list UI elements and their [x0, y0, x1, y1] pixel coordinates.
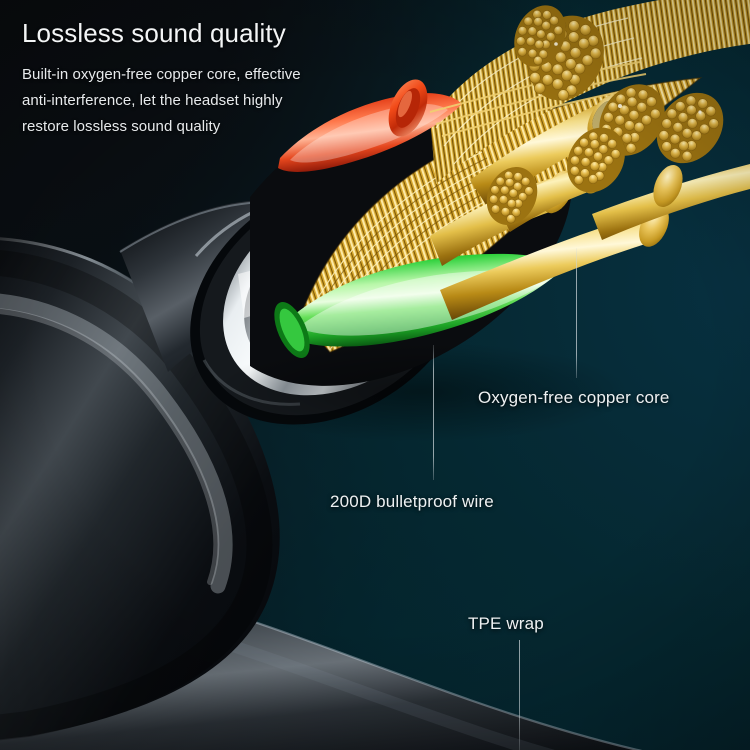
description-line-1: Built-in oxygen-free copper core, effect… — [22, 66, 301, 83]
callout-bulletproof-wire: 200D bulletproof wire — [330, 492, 494, 511]
leader-line-bulletproof-wire — [433, 345, 434, 480]
description-line-3: restore lossless sound quality — [22, 118, 221, 135]
description-paragraph: Built-in oxygen-free copper core, effect… — [22, 62, 352, 140]
callout-tpe-wrap: TPE wrap — [468, 614, 544, 633]
leader-line-tpe-wrap — [519, 640, 520, 750]
description-line-2: anti-interference, let the headset highl… — [22, 92, 283, 109]
callout-copper-core: Oxygen-free copper core — [478, 388, 670, 407]
leader-line-copper-core — [576, 248, 577, 378]
page-title: Lossless sound quality — [22, 18, 286, 48]
